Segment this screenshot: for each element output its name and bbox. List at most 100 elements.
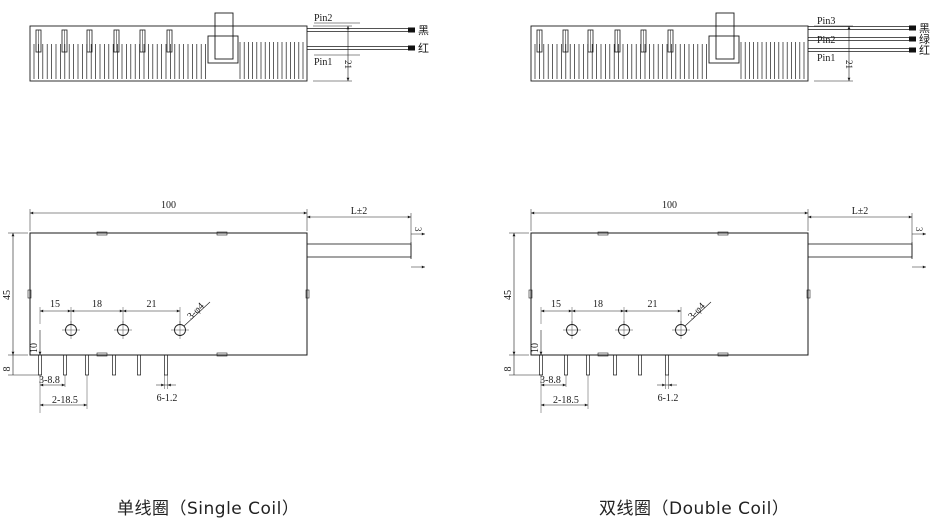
dim-pin-size: 6-1.2 xyxy=(658,393,679,404)
arrowhead xyxy=(677,309,681,313)
arrowhead xyxy=(40,403,44,407)
arrowhead xyxy=(11,233,15,237)
arrowhead xyxy=(123,309,127,313)
arrowhead xyxy=(624,309,628,313)
hole-callout: 3-φ4 xyxy=(684,301,712,327)
arrowhead xyxy=(572,309,576,313)
dim-spacing-b: 18 xyxy=(92,299,102,310)
side-height-dimension: 21 xyxy=(313,25,353,82)
arrowhead xyxy=(512,233,516,237)
dim-lead-diameter: 3 xyxy=(413,227,423,232)
length-dimension: 100 xyxy=(29,200,308,231)
pin-4 xyxy=(112,354,116,376)
dim-lead-length: L±2 xyxy=(852,206,869,217)
wire-tip xyxy=(909,36,916,42)
pin-3 xyxy=(85,354,89,376)
dim-spacing-a: 15 xyxy=(50,299,60,310)
lead-diameter-dimension: 3 xyxy=(411,227,425,269)
dim-hole-height: 10 xyxy=(530,343,541,353)
base-dimension: 8 xyxy=(2,355,42,376)
clamp-base xyxy=(708,35,740,64)
arrowhead xyxy=(541,383,545,387)
lead-diameter-dimension: 3 xyxy=(912,227,926,269)
arrowhead xyxy=(562,383,566,387)
dim-base: 8 xyxy=(503,367,514,372)
arrowhead xyxy=(662,383,666,387)
side-tab xyxy=(806,289,811,299)
mounting-slots xyxy=(536,29,674,53)
arrowhead xyxy=(83,403,87,407)
edge-tab xyxy=(96,352,108,357)
mounting-holes xyxy=(563,321,690,339)
arrowhead xyxy=(30,211,34,215)
pin-2 xyxy=(63,354,67,376)
wire-color-1: 黑 xyxy=(418,24,429,37)
wire-tip xyxy=(408,27,415,33)
arrowhead xyxy=(620,309,624,313)
lead-length-dimension: L±2 xyxy=(307,206,412,242)
arrowhead xyxy=(584,403,588,407)
wire-color-1: 黑 xyxy=(919,22,930,35)
terminal-pins xyxy=(539,354,669,376)
side-tab xyxy=(305,289,310,299)
edge-tab xyxy=(717,352,729,357)
side-body xyxy=(29,25,308,82)
arrowhead xyxy=(307,215,311,219)
arrowhead xyxy=(11,351,15,355)
dim-pin-span: 2-18.5 xyxy=(52,395,78,406)
dim-length: 100 xyxy=(161,200,176,211)
dim-holes: 3-φ4 xyxy=(686,301,707,322)
single-coil-caption: 单线圈（Single Coil） xyxy=(117,499,300,519)
mounting-slots xyxy=(35,29,173,53)
arrowhead xyxy=(922,232,926,236)
edge-tab xyxy=(597,231,609,236)
arrowhead xyxy=(541,309,545,313)
arrowhead xyxy=(568,309,572,313)
clamp-base xyxy=(207,35,239,64)
pin-3 xyxy=(586,354,590,376)
arrowhead xyxy=(303,211,307,215)
edge-tab xyxy=(96,231,108,236)
pin-6 xyxy=(164,354,168,376)
arrowhead xyxy=(539,351,543,355)
arrowhead xyxy=(38,351,42,355)
dim-pin-size: 6-1.2 xyxy=(157,393,178,404)
cooling-fins xyxy=(534,42,805,79)
arrowhead xyxy=(67,309,71,313)
dim-spacing-b: 18 xyxy=(593,299,603,310)
pin-5 xyxy=(137,354,141,376)
mounting-holes xyxy=(62,321,189,339)
dim-lead-length: L±2 xyxy=(351,206,368,217)
pin-label-top: Pin2 xyxy=(314,13,332,24)
pin-6 xyxy=(665,354,669,376)
side-height-dimension: 21 xyxy=(814,25,854,82)
arrowhead xyxy=(531,211,535,215)
hole-height-dimension: 10 xyxy=(29,330,42,355)
wire-tip xyxy=(909,47,916,53)
lead-length-dimension: L±2 xyxy=(808,206,913,242)
arrowhead xyxy=(668,383,672,387)
pin-label-3: Pin1 xyxy=(817,53,835,64)
dim-holes: 3-φ4 xyxy=(185,301,206,322)
dim-height: 45 xyxy=(503,290,514,300)
arrowhead xyxy=(71,309,75,313)
dim-length: 100 xyxy=(662,200,677,211)
lead-wires: 黑红 xyxy=(307,24,429,55)
dim-spacing-c: 21 xyxy=(648,299,658,310)
arrowhead xyxy=(804,211,808,215)
dim-side-height: 21 xyxy=(343,60,353,69)
dim-height: 45 xyxy=(2,290,13,300)
terminal-pins xyxy=(38,354,168,376)
wire-tip xyxy=(408,45,415,51)
